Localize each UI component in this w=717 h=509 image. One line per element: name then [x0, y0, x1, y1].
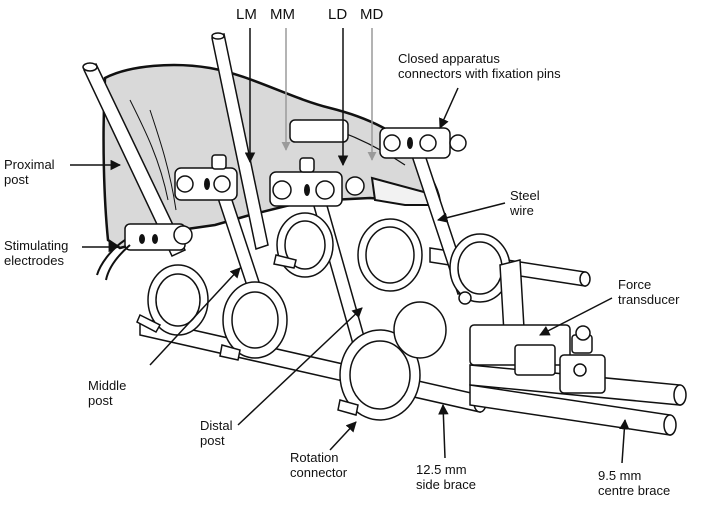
rotation-wheels: [147, 212, 511, 421]
label-stimulating-electrodes: Stimulating electrodes: [4, 238, 69, 268]
label-md: MD: [360, 6, 384, 23]
label-ld: LD: [328, 6, 348, 23]
label-closed-apparatus: Closed apparatus connectors with fixatio…: [398, 51, 561, 81]
label-side-brace: 12.5 mm side brace: [416, 462, 476, 492]
label-force-transducer: Force transducer: [618, 277, 680, 307]
label-distal-post: Distal post: [200, 418, 233, 448]
label-lm: LM: [236, 6, 257, 23]
label-mm: MM: [270, 6, 295, 23]
label-rotation-connector: Rotation connector: [290, 450, 348, 480]
label-proximal-post: Proximal post: [4, 157, 55, 187]
label-steel-wire: Steel wire: [510, 188, 540, 218]
label-middle-post: Middle post: [88, 378, 127, 408]
pointer-arrows: [70, 28, 630, 464]
proximal-post-rod: [82, 62, 187, 257]
label-centre-brace: 9.5 mm centre brace: [598, 468, 671, 498]
